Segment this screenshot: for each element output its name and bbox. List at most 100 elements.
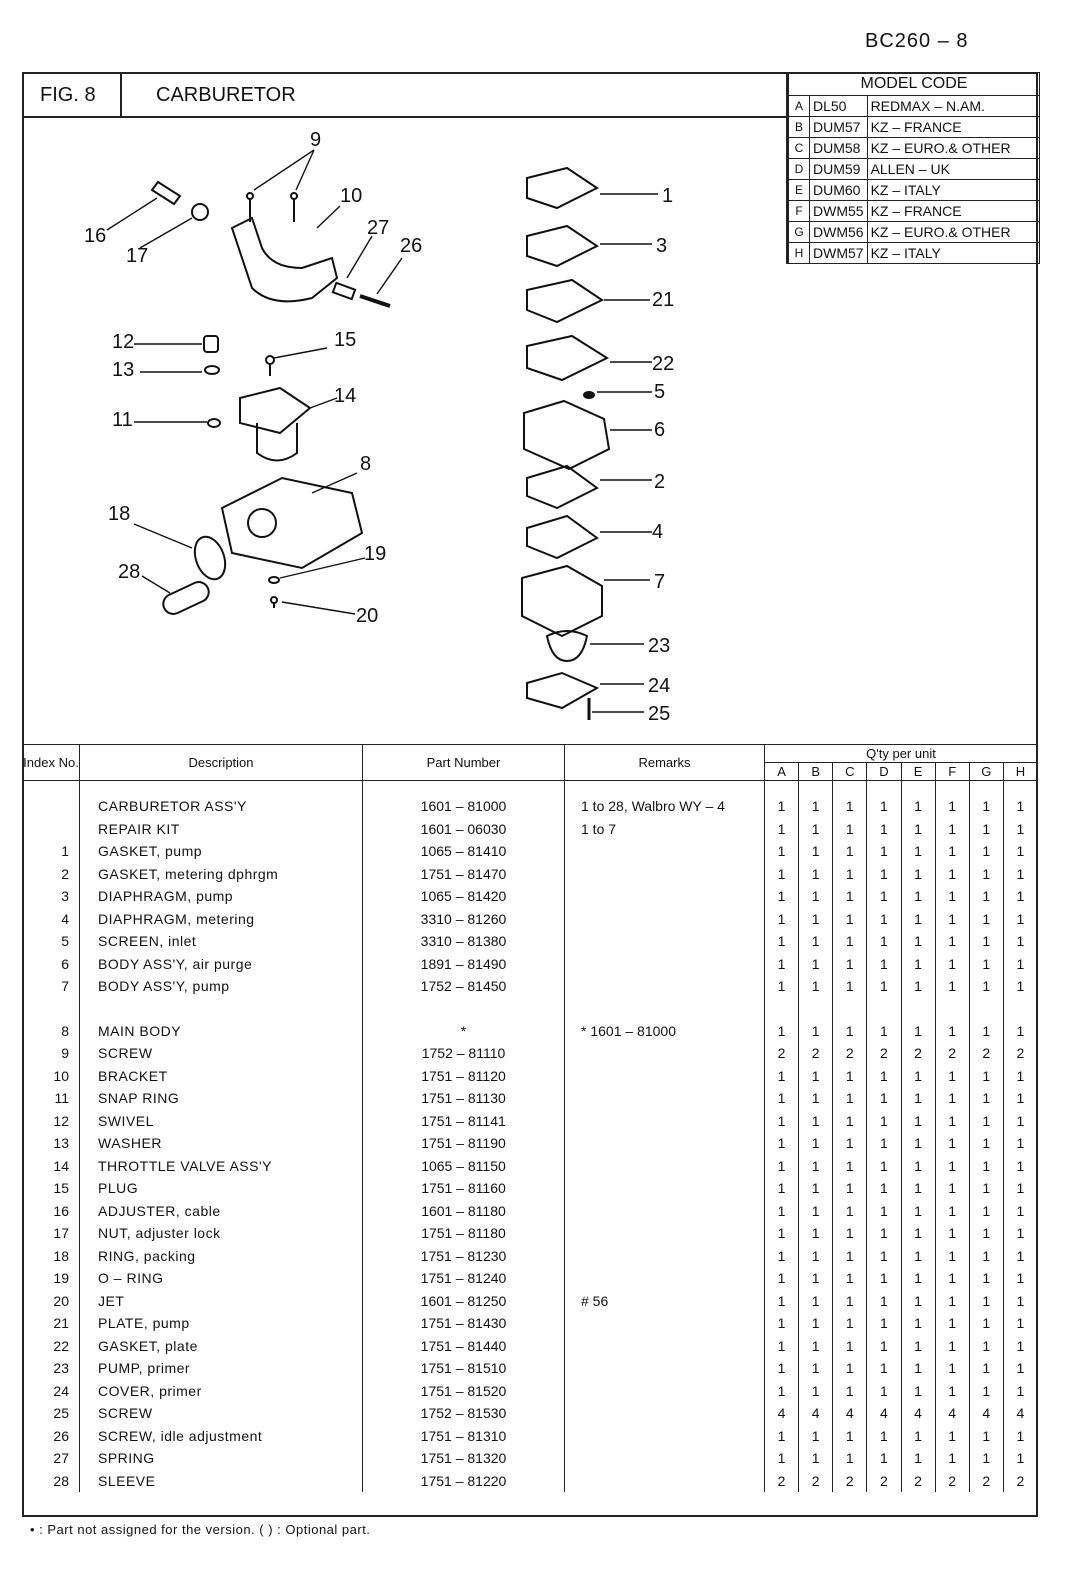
snap-ring-part [207,418,221,428]
air-purge-body-part [523,399,611,471]
description-cell: SCREW [79,1402,363,1425]
qty-cell: 1 [934,907,970,930]
description-cell: WASHER [79,1132,363,1155]
callout-label: 24 [648,675,670,697]
qty-cell: 1 [763,1424,800,1447]
qty-cell: 1 [1002,1379,1039,1402]
primer-pump-part [545,630,589,663]
qty-cell: 1 [900,1019,936,1042]
qty-column-header: E [900,762,936,781]
qty-cell: 1 [866,1087,902,1110]
qty-cell: 1 [866,975,902,998]
model-code-code: DWM55 [809,200,868,222]
qty-cell: 1 [798,1222,834,1245]
qty-cell: 1 [900,1312,936,1335]
remarks-cell [564,975,765,998]
description-cell: THROTTLE VALVE ASS'Y [79,1154,363,1177]
qty-cell: 1 [1002,952,1039,975]
page-reference: BC260 – 8 [865,30,969,52]
qty-cell: 1 [763,885,800,908]
qty-cell: 1 [866,885,902,908]
index-cell: 12 [22,1109,80,1132]
remarks-cell [564,862,765,885]
qty-cell: 1 [968,780,1004,818]
qty-cell: 1 [763,1109,800,1132]
gasket-plate-part [526,334,610,382]
qty-cell: 1 [763,1267,800,1290]
part-number-cell: 1751 – 81230 [362,1244,565,1267]
callout-label: 23 [648,635,670,657]
qty-cell: 1 [798,1109,834,1132]
part-number-cell: 1065 – 81410 [362,840,565,863]
qty-cell: 1 [798,1064,834,1087]
qty-cell: 1 [1002,885,1039,908]
index-cell: 11 [22,1087,80,1110]
callout-label: 5 [654,381,665,403]
index-cell: 10 [22,1064,80,1087]
nut-part [191,203,209,221]
qty-cell: 1 [763,1447,800,1470]
qty-cell: 1 [1002,780,1039,818]
model-code-letter: H [788,242,810,264]
description-cell: SNAP RING [79,1087,363,1110]
qty-cell: 1 [832,1199,868,1222]
part-number-cell: 1751 – 81180 [362,1222,565,1245]
description-cell: SCREW, idle adjustment [79,1424,363,1447]
model-code-market: KZ – FRANCE [866,116,1041,138]
qty-cell: 1 [763,1177,800,1200]
qty-cell: 1 [866,1357,902,1380]
qty-cell: 1 [900,1244,936,1267]
qty-column-header: B [798,762,834,781]
part-number-cell: 1601 – 81250 [362,1289,565,1312]
model-code-market: REDMAX – N.AM. [866,95,1041,117]
qty-cell: 2 [968,1469,1004,1492]
qty-cell: 1 [866,1222,902,1245]
qty-cell: 1 [1002,1334,1039,1357]
qty-cell: 2 [832,1469,868,1492]
qty-cell: 1 [832,1267,868,1290]
idle-screw-part [359,294,391,308]
qty-cell: 1 [968,1447,1004,1470]
qty-cell: 1 [968,952,1004,975]
qty-cell: 1 [832,1177,868,1200]
description-cell: PUMP, primer [79,1357,363,1380]
callout-label: 12 [112,331,134,353]
model-code-letter: F [788,200,810,222]
index-cell: 4 [22,907,80,930]
remarks-cell [564,1424,765,1447]
model-code-code: DWM57 [809,242,868,264]
qty-cell: 1 [968,1289,1004,1312]
qty-cell: 1 [1002,1267,1039,1290]
description-cell: ADJUSTER, cable [79,1199,363,1222]
qty-cell: 1 [934,1019,970,1042]
qty-cell: 1 [968,1424,1004,1447]
model-code-code: DUM58 [809,137,868,159]
qty-cell: 1 [934,1222,970,1245]
qty-cell: 1 [1002,1424,1039,1447]
qty-cell: 1 [900,1424,936,1447]
remarks-cell [564,1267,765,1290]
remarks-cell: * 1601 – 81000 [564,1019,765,1042]
washer-part [204,365,220,375]
qty-cell: 1 [968,1177,1004,1200]
header-part-number: Part Number [362,744,565,781]
remarks-cell [564,1064,765,1087]
figure-title: CARBURETOR [122,72,786,118]
qty-cell: 2 [798,1469,834,1492]
qty-cell: 1 [763,907,800,930]
qty-cell: 1 [934,1087,970,1110]
qty-cell: 1 [866,1109,902,1132]
description-cell: DIAPHRAGM, metering [79,907,363,930]
index-cell: 23 [22,1357,80,1380]
qty-cell: 1 [934,1312,970,1335]
qty-cell: 1 [866,780,902,818]
